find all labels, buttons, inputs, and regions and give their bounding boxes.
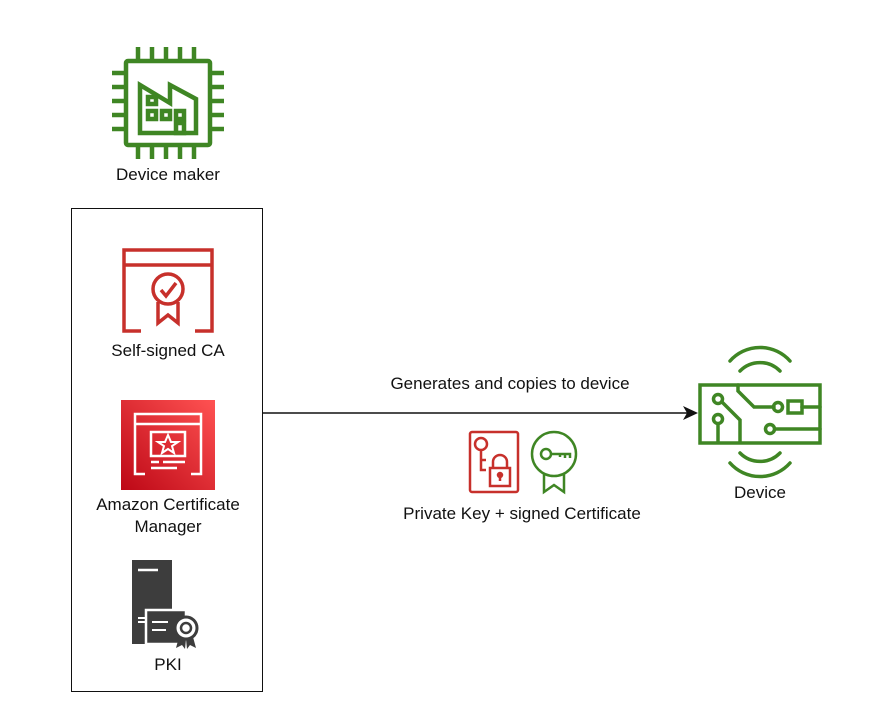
certificate-key-icon <box>530 430 578 495</box>
acm-label-line2: Manager <box>134 517 202 536</box>
device-label: Device <box>734 483 786 502</box>
certificate-icon <box>122 248 214 333</box>
payload-label: Private Key + signed Certificate <box>403 504 641 523</box>
server-certificate-icon <box>132 560 199 649</box>
arrowhead-icon <box>683 406 698 420</box>
edge-label: Generates and copies to device <box>390 374 630 393</box>
certificate-manager-icon <box>121 400 215 490</box>
iot-device-icon <box>698 345 822 479</box>
certificate-authority-group <box>71 208 263 692</box>
device-node: Device <box>690 345 830 505</box>
self-signed-ca-node: Self-signed CA <box>80 245 256 365</box>
device-maker-label: Device maker <box>116 165 220 184</box>
self-signed-ca-label: Self-signed CA <box>111 341 225 360</box>
connector-arrow <box>262 406 698 420</box>
private-key-lock-icon <box>468 430 520 494</box>
factory-chip-icon <box>112 47 224 159</box>
device-maker-node: Device maker <box>108 45 228 195</box>
pki-label: PKI <box>154 655 182 674</box>
acm-label-line1: Amazon Certificate <box>96 495 240 514</box>
pki-node: PKI <box>80 558 256 678</box>
acm-node: Amazon Certificate Manager <box>80 398 256 548</box>
